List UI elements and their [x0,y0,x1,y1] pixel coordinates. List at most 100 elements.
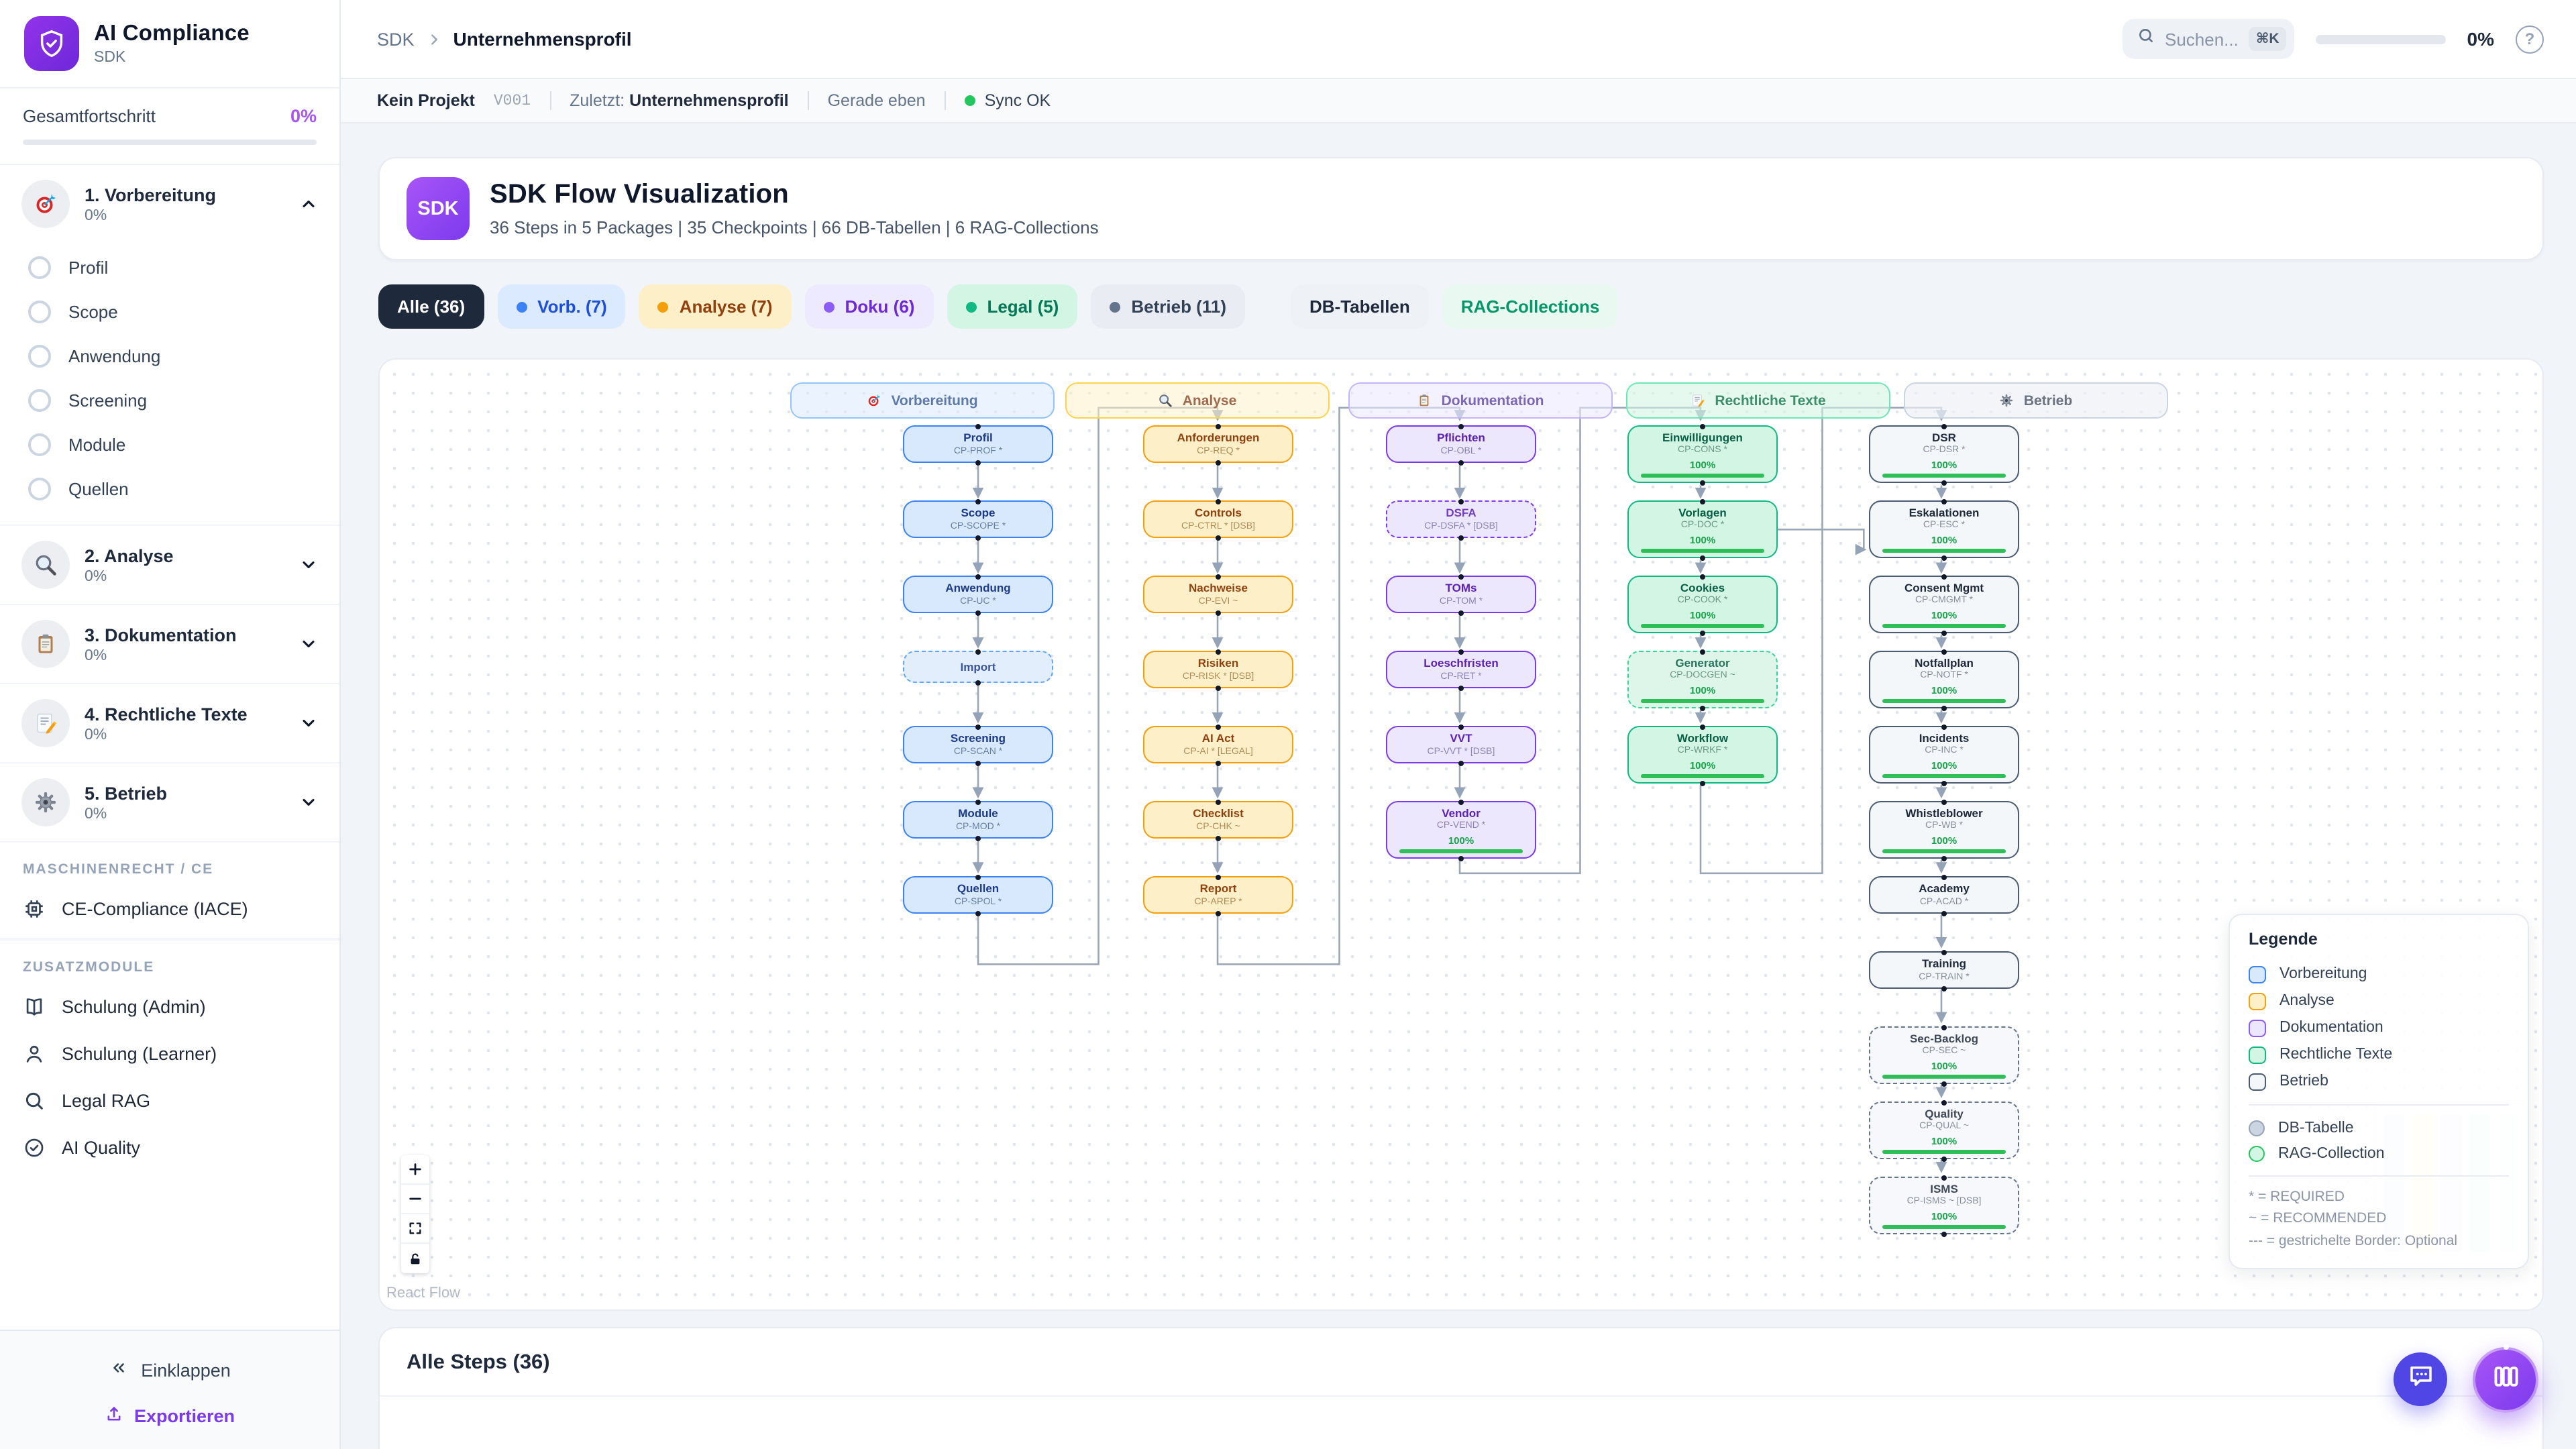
sidebar-item-scope[interactable]: Scope [0,290,339,334]
filter-chip-rag-collections[interactable]: RAG-Collections [1442,284,1619,329]
sidebar-item-anwendung[interactable]: Anwendung [0,334,339,378]
filter-chip-doku-6[interactable]: Doku (6) [804,284,934,329]
sidebar-item-ai-quality[interactable]: AI Quality [0,1124,339,1171]
sidebar-item-schulung-admin[interactable]: Schulung (Admin) [0,983,339,1030]
item-label: Schulung (Learner) [62,1044,217,1064]
step-label: Quellen [68,479,129,499]
node-code: CP-OBL * [1440,446,1482,456]
sidebar-item-quellen[interactable]: Quellen [0,467,339,511]
filter-chip-betrieb-11[interactable]: Betrieb (11) [1091,284,1245,329]
lock-button[interactable] [401,1244,429,1273]
step-radio[interactable] [28,389,51,412]
node-title: Whistleblower [1905,806,1983,820]
page-title: SDK Flow Visualization [490,180,789,209]
step-radio[interactable] [28,478,51,500]
chip-dot [516,301,527,312]
gear-icon [21,778,70,826]
step-radio[interactable] [28,256,51,279]
sidebar-item-schulung-learner[interactable]: Schulung (Learner) [0,1030,339,1077]
legend-circle [2249,1120,2265,1136]
zoom-in-button[interactable] [401,1155,429,1185]
flow-column-header-dokumentation: Dokumentation [1348,382,1613,419]
filter-chip-alle-36[interactable]: Alle (36) [378,284,484,329]
zoom-out-button[interactable] [401,1185,429,1214]
collapse-sidebar-button[interactable]: Einklappen [0,1347,339,1393]
flow-node-import[interactable]: Import [903,649,1053,685]
panels-fab-button[interactable] [2473,1344,2538,1413]
sidebar-item-ce-compliance-iace[interactable]: CE-Compliance (IACE) [0,885,339,939]
node-title: VVT [1450,731,1472,745]
step-radio[interactable] [28,345,51,368]
sidebar-item-profil[interactable]: Profil [0,246,339,290]
chip-label: Alle (36) [397,297,466,317]
step-radio[interactable] [28,433,51,456]
react-flow-attribution[interactable]: React Flow [386,1285,461,1301]
legend-package-green: Rechtliche Texte [2249,1041,2509,1068]
shield-check-icon [24,16,79,71]
step-radio[interactable] [28,301,51,323]
sidebar-item-screening[interactable]: Screening [0,378,339,423]
filter-chip-db-tabellen[interactable]: DB-Tabellen [1291,284,1429,329]
sidebar-item-legal-rag[interactable]: Legal RAG [0,1077,339,1124]
chip-dot [1110,301,1121,312]
divider [2249,1104,2509,1106]
node-progress-bar [1882,773,2006,779]
target-icon [867,393,881,408]
chat-fab-button[interactable] [2394,1352,2447,1406]
sidebar-item-module[interactable]: Module [0,423,339,467]
node-code: CP-CTRL * [DSB] [1181,521,1255,531]
fit-view-button[interactable] [401,1214,429,1244]
export-button[interactable]: Exportieren [0,1393,339,1428]
breadcrumb-sdk[interactable]: SDK [377,29,415,49]
brand-block: AI Compliance SDK [0,0,339,89]
node-progress-value: 100% [1689,609,1716,622]
search-input[interactable]: Suchen... ⌘K [2122,19,2294,59]
filter-chip-legal-5[interactable]: Legal (5) [947,284,1078,329]
filter-chip-analyse-7[interactable]: Analyse (7) [639,284,792,329]
help-icon[interactable]: ? [2516,25,2544,53]
filter-chip-vorb-7[interactable]: Vorb. (7) [497,284,626,329]
